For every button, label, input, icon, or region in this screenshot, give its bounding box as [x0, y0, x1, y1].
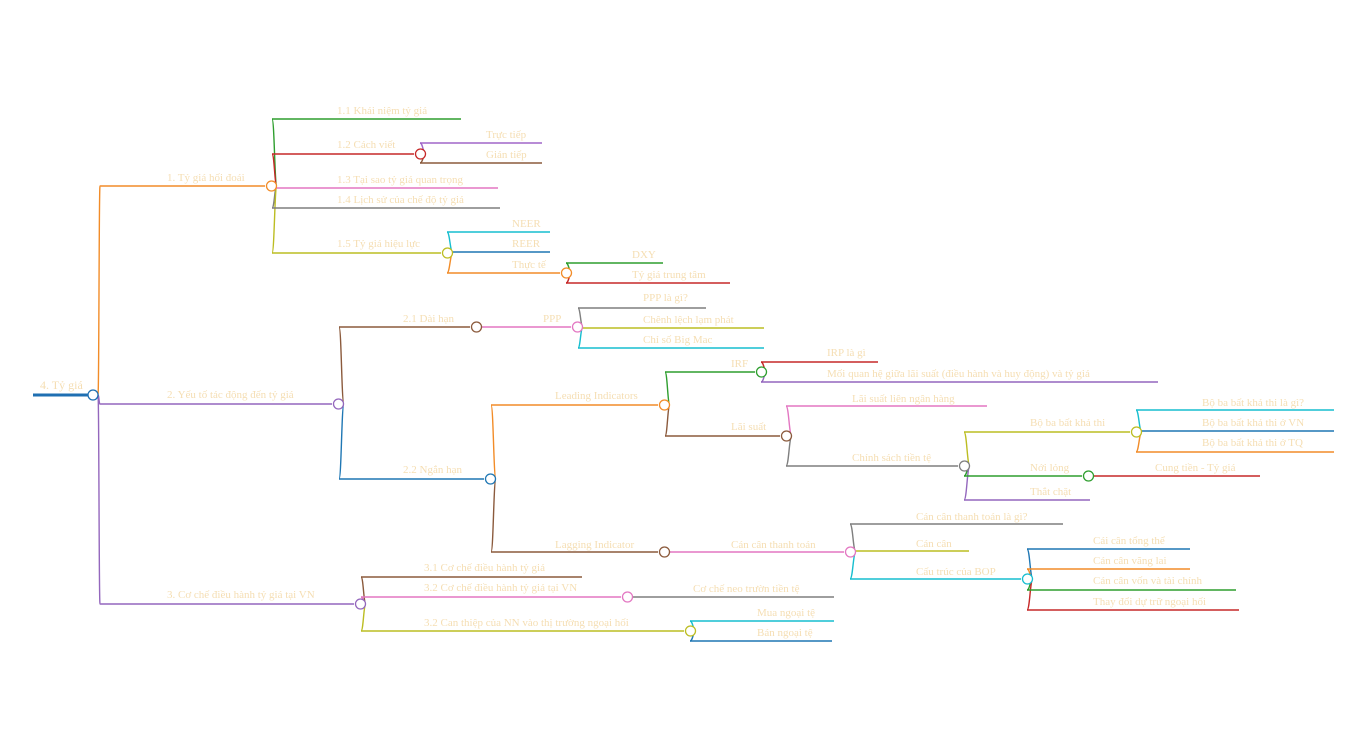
node-label-bo-ba-bat-kha-thi-o-tq[interactable]: Bộ ba bất khả thi ở TQ — [1202, 437, 1303, 449]
node-label-truc-tiep[interactable]: Trực tiếp — [486, 129, 527, 141]
node-label-chinh-sach-tien-te[interactable]: Chính sách tiền tệ — [852, 452, 931, 464]
connector-layer — [97, 118, 1143, 642]
collapse-toggle-icon[interactable] — [780, 430, 793, 442]
node-label-noi-long[interactable]: Nới lỏng — [1030, 462, 1070, 474]
collapse-toggle-icon[interactable] — [621, 591, 634, 603]
node-label-can-can-thanh-toan[interactable]: Cán cân thanh toán — [731, 539, 816, 551]
node-label-mua-ngoai-te[interactable]: Mua ngoại tệ — [757, 607, 815, 619]
node-label-bo-ba-bat-kha-thi-o-vn[interactable]: Bộ ba bất khả thi ở VN — [1202, 417, 1304, 429]
node-label-irf[interactable]: IRF — [731, 358, 748, 370]
collapse-toggle-icon[interactable] — [844, 546, 857, 558]
node-label-1-3-tai-sao-ty-gia-quan-trong[interactable]: 1.3 Tại sao tỷ giá quan trọng — [337, 174, 463, 186]
connector-line — [97, 185, 101, 396]
node-label-3-co-che-dieu-hanh-ty-gia-tai-vn[interactable]: 3. Cơ chế điều hành tỷ giá tại VN — [167, 589, 315, 601]
collapse-toggle-icon[interactable] — [658, 399, 671, 411]
node-label-chenh-lech-lam-phat[interactable]: Chênh lệch lạm phát — [643, 314, 734, 326]
node-label-dxy[interactable]: DXY — [632, 249, 656, 261]
node-label-chi-so-big-mac[interactable]: Chỉ số Big Mac — [643, 334, 712, 346]
root-node-label[interactable]: 4. Tỷ giá — [40, 378, 83, 392]
node-label-thuc-te[interactable]: Thực tế — [512, 259, 547, 271]
node-label-1-2-cach-viet[interactable]: 1.2 Cách viết — [337, 139, 395, 151]
collapse-toggle-icon[interactable] — [658, 546, 671, 558]
node-label-can-can-vang-lai[interactable]: Cán cân vãng lai — [1093, 555, 1167, 567]
node-label-1-4-lich-su-cua-che-do-ty-gia[interactable]: 1.4 Lịch sử của chế độ tỷ giá — [337, 194, 464, 206]
collapse-toggle-icon[interactable] — [560, 267, 573, 279]
node-label-ppp[interactable]: PPP — [543, 313, 561, 325]
node-label-1-1-khai-niem-ty-gia[interactable]: 1.1 Khái niệm tỷ giá — [337, 105, 427, 117]
node-label-bo-ba-bat-kha-thi-la-gi[interactable]: Bộ ba bất khả thi là gì? — [1202, 397, 1304, 409]
node-label-leading-indicators[interactable]: Leading Indicators — [555, 390, 638, 402]
node-label-co-che-neo-truon-tien-te[interactable]: Cơ chế neo trườn tiền tệ — [693, 583, 800, 595]
node-label-ban-ngoai-te[interactable]: Bán ngoại tệ — [757, 627, 813, 639]
node-label-lai-suat[interactable]: Lãi suất — [731, 421, 766, 433]
node-label-cai-can-tong-the[interactable]: Cái cân tổng thể — [1093, 535, 1165, 547]
node-label-moi-quan-he-giua-lai-suat-dieu-hanh-va-h[interactable]: Mối quan hệ giữa lãi suất (điều hành và … — [827, 368, 1090, 380]
node-label-1-ty-gia-hoi-doai[interactable]: 1. Tỷ giá hối đoái — [167, 172, 245, 184]
node-label-ty-gia-trung-tam[interactable]: Tỷ giá trung tâm — [632, 269, 706, 281]
node-label-cung-tien-ty-gia[interactable]: Cung tiền - Tỷ giá — [1155, 462, 1236, 474]
node-label-3-2-can-thiep-cua-nn-vao-thi-truong-ngoa[interactable]: 3.2 Can thiệp của NN vào thị trường ngoạ… — [424, 617, 629, 629]
connector-line — [490, 478, 497, 553]
collapse-toggle-icon[interactable] — [1130, 426, 1143, 438]
collapse-toggle-icon[interactable] — [684, 625, 697, 637]
node-label-1-5-ty-gia-hieu-luc[interactable]: 1.5 Tỷ giá hiệu lực — [337, 238, 420, 250]
collapse-toggle-icon[interactable] — [1021, 573, 1034, 585]
node-label-thay-doi-du-tru-ngoai-hoi[interactable]: Thay đổi dự trữ ngoại hối — [1093, 596, 1206, 608]
node-label-lagging-indicator[interactable]: Lagging Indicator — [555, 539, 634, 551]
connector-line — [338, 403, 345, 480]
node-label-lai-suat-lien-ngan-hang[interactable]: Lãi suất liên ngân hàng — [852, 393, 955, 405]
label-layer: 4. Tỷ giá 1. Tỷ giá hối đoái 1.1 Khái niệm… — [40, 105, 1304, 639]
collapse-toggle-icon[interactable] — [755, 366, 768, 378]
node-label-2-yeu-to-tac-dong-den-ty-gia[interactable]: 2. Yếu tố tác động đến tỷ giá — [167, 389, 294, 401]
node-label-irp-la-gi[interactable]: IRP là gì — [827, 347, 866, 359]
collapse-toggle-icon[interactable] — [354, 598, 367, 610]
collapse-toggle-icon[interactable] — [1082, 470, 1095, 482]
collapse-toggle-icon[interactable] — [470, 321, 483, 333]
connector-line — [97, 394, 101, 605]
node-label-2-1-dai-han[interactable]: 2.1 Dài hạn — [403, 313, 455, 325]
node-label-can-can-von-va-tai-chinh[interactable]: Cán cân vốn và tài chính — [1093, 575, 1203, 587]
collapse-toggle-icon[interactable] — [414, 148, 427, 160]
node-label-can-can-thanh-toan-la-gi[interactable]: Cán cân thanh toán là gì? — [916, 511, 1028, 523]
connector-line — [338, 326, 345, 405]
collapse-toggle-icon[interactable] — [958, 460, 971, 472]
underline-layer — [33, 118, 1334, 642]
node-label-bo-ba-bat-kha-thi[interactable]: Bộ ba bất khả thi — [1030, 417, 1105, 429]
node-label-reer[interactable]: REER — [512, 238, 541, 250]
node-label-neer[interactable]: NEER — [512, 218, 541, 230]
collapse-toggle-icon[interactable] — [441, 247, 454, 259]
node-label-ppp-la-gi[interactable]: PPP là gì? — [643, 292, 688, 304]
node-label-gian-tiep[interactable]: Gián tiếp — [486, 149, 527, 161]
node-label-that-chat[interactable]: Thắt chặt — [1030, 486, 1071, 498]
node-label-cau-truc-cua-bop[interactable]: Cấu trúc của BOP — [916, 566, 996, 578]
collapse-toggle-icon[interactable] — [265, 180, 278, 192]
node-label-2-2-ngan-han[interactable]: 2.2 Ngắn hạn — [403, 464, 462, 476]
node-label-3-2-co-che-dieu-hanh-ty-gia-tai-vn[interactable]: 3.2 Cơ chế điều hành tỷ giá tại VN — [424, 582, 577, 594]
collapse-toggle-icon[interactable] — [571, 321, 584, 333]
node-label-3-1-co-che-dieu-hanh-ty-gia[interactable]: 3.1 Cơ chế điều hành tỷ giá — [424, 562, 545, 574]
connector-line — [490, 404, 497, 480]
node-label-can-can[interactable]: Cán cân — [916, 538, 952, 550]
collapse-toggle-icon[interactable] — [332, 398, 345, 410]
node-layer — [87, 148, 1143, 637]
collapse-toggle-icon[interactable] — [484, 473, 497, 485]
root-collapse-icon[interactable] — [87, 389, 99, 401]
